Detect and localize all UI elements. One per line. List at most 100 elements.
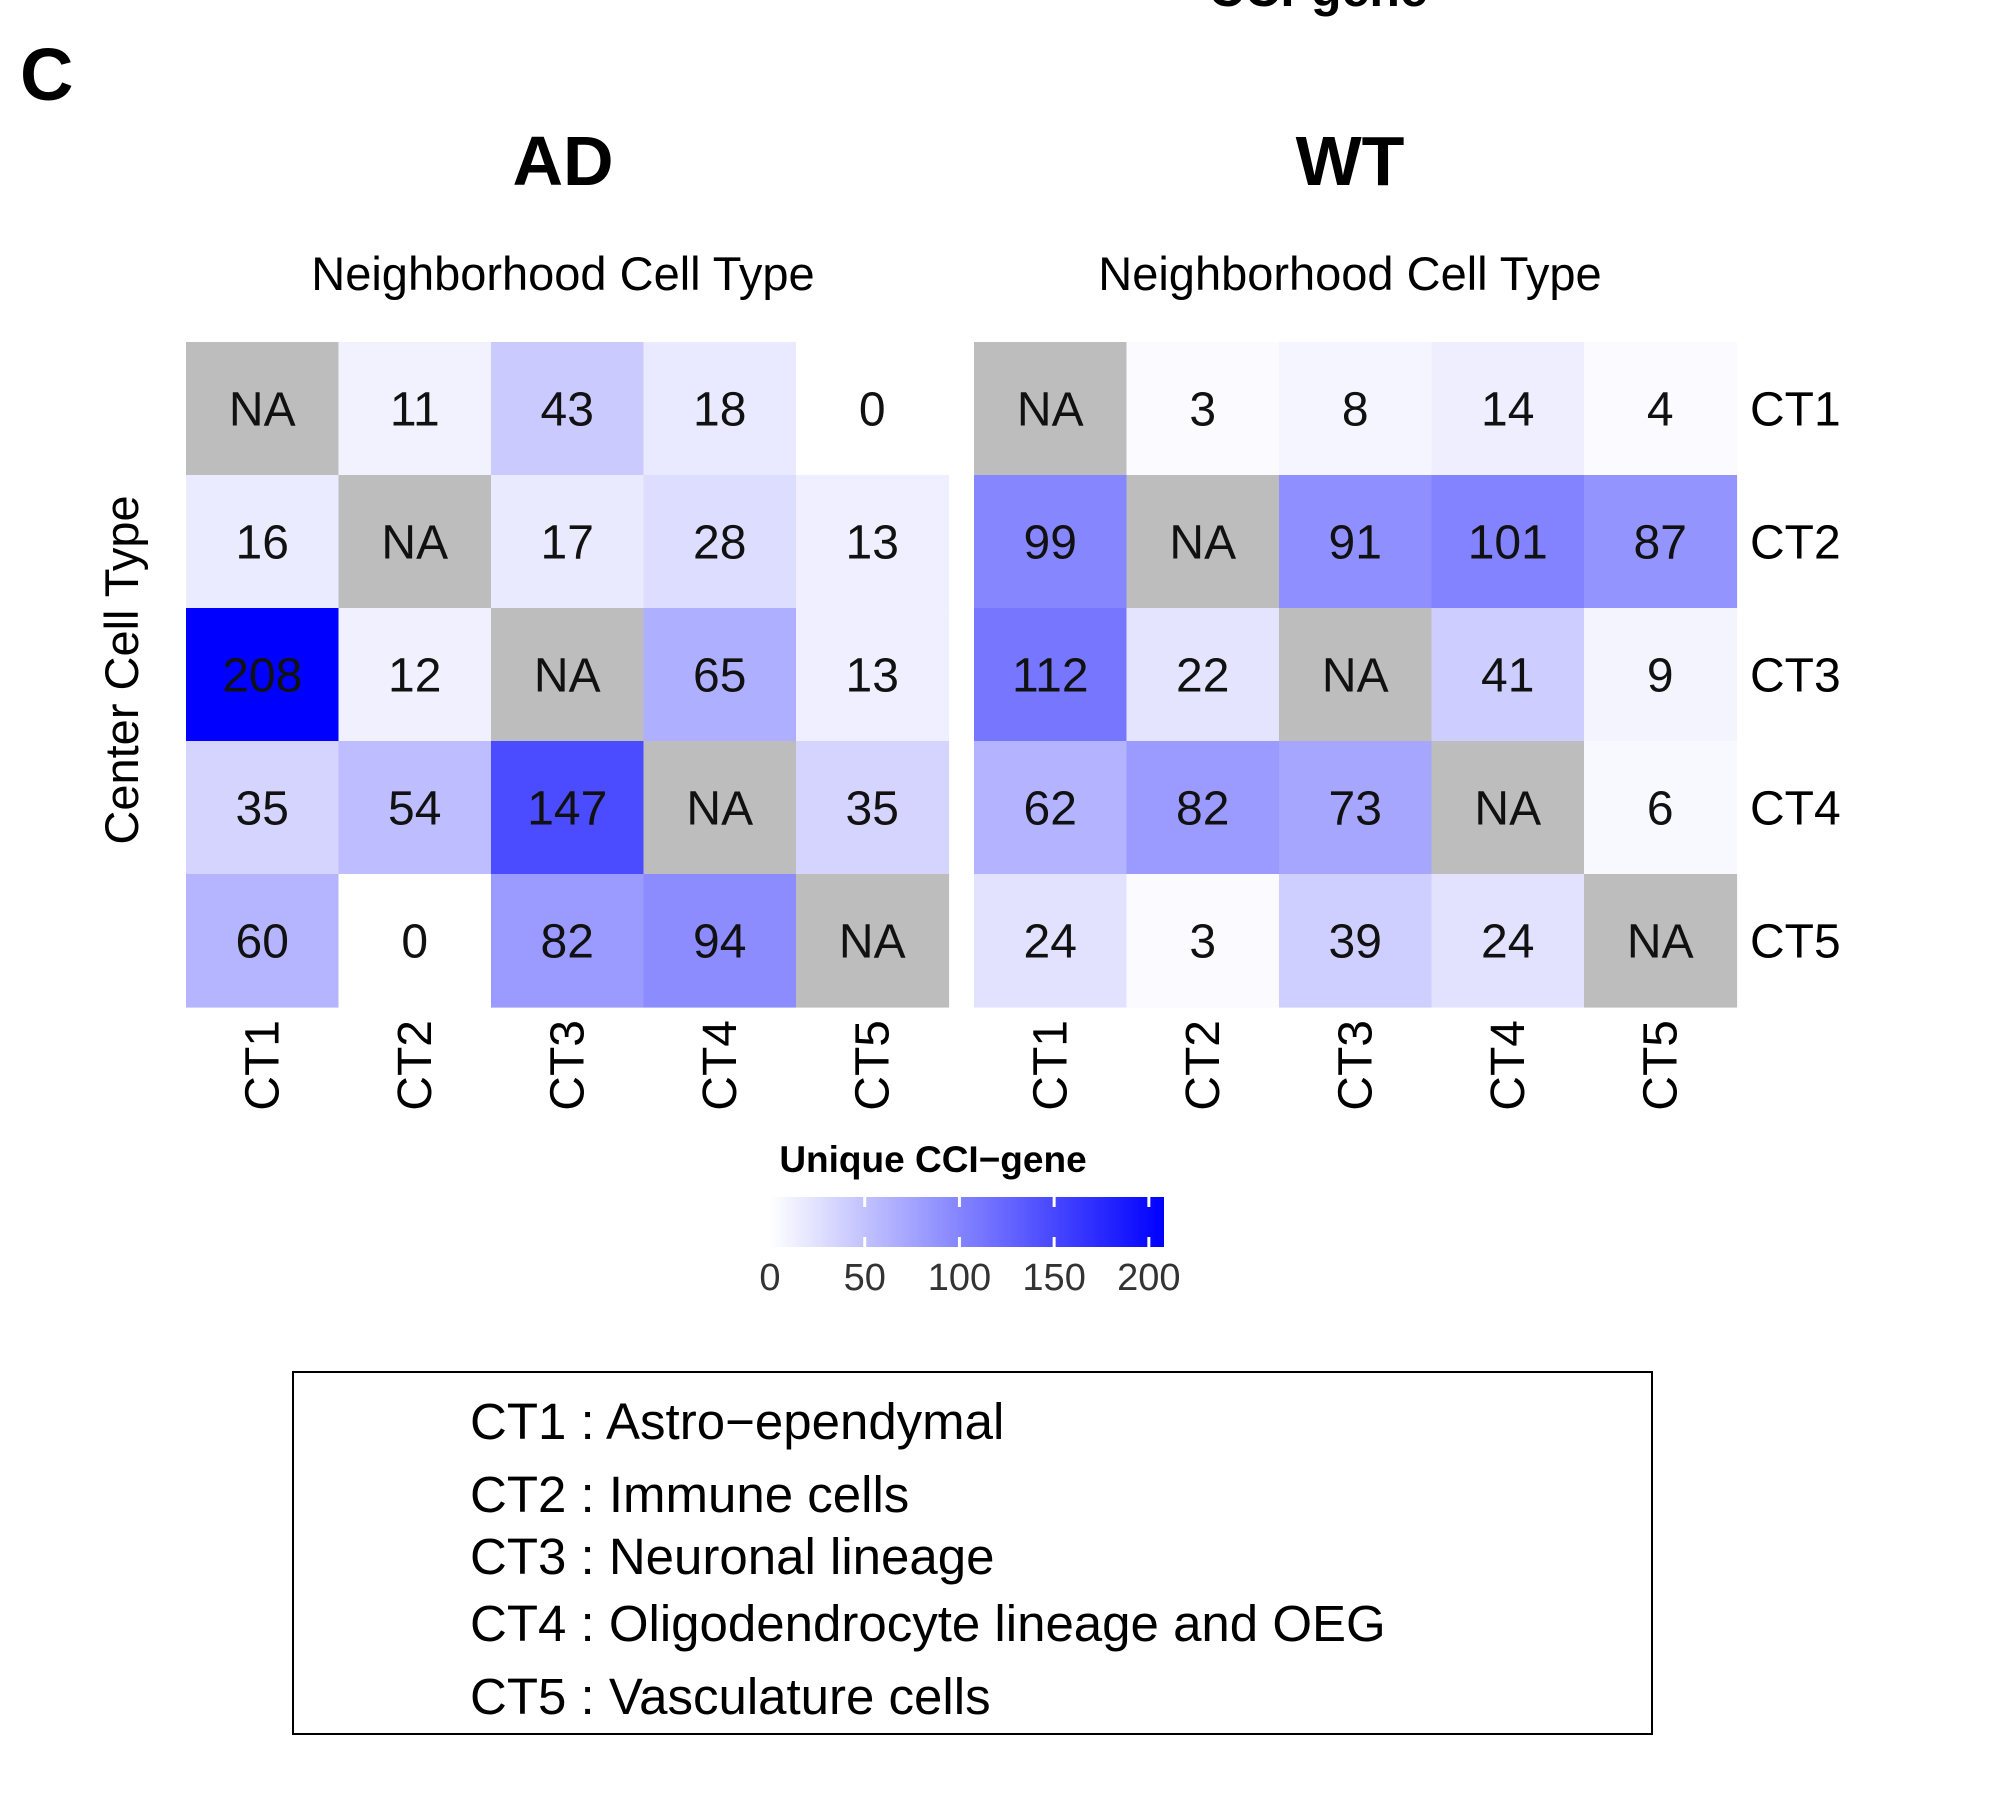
heatmap-cell-ad-r5-c4 bbox=[643, 874, 797, 1008]
heatmap-cell-wt-r2-c3 bbox=[1279, 475, 1433, 609]
colorbar-tick-label-150: 150 bbox=[1022, 1257, 1085, 1299]
cell-label-wt-r1-c2: 3 bbox=[1189, 384, 1216, 437]
heatmap-cell-wt-r5-c1 bbox=[974, 874, 1128, 1008]
cell-label-ad-r3-c3: NA bbox=[534, 650, 601, 703]
legend-line-ct4: CT4 : Oligodendrocyte lineage and OEG bbox=[470, 1595, 1386, 1652]
colorbar-gradient bbox=[770, 1197, 1164, 1247]
col-label-wt-ct2: CT2 bbox=[1177, 1020, 1230, 1111]
cell-label-wt-r4-c5: 6 bbox=[1647, 783, 1674, 836]
row-label-ct1: CT1 bbox=[1750, 384, 1841, 437]
cell-label-wt-r2-c1: 99 bbox=[1024, 517, 1077, 570]
ad-x-axis-title: Neighborhood Cell Type bbox=[311, 247, 814, 300]
heatmap-cell-ad-r1-c2 bbox=[338, 342, 492, 476]
heatmap-cell-wt-r1-c5 bbox=[1584, 342, 1738, 476]
heatmap-cell-wt-r1-c4 bbox=[1431, 342, 1585, 476]
heatmap-cell-ad-r1-c1 bbox=[186, 342, 340, 476]
heatmap-cell-wt-r4-c4 bbox=[1431, 741, 1585, 875]
cell-label-ad-r5-c5: NA bbox=[839, 916, 906, 969]
heatmap-cell-wt-r1-c1 bbox=[974, 342, 1128, 476]
cell-label-wt-r3-c5: 9 bbox=[1647, 650, 1674, 703]
cell-label-wt-r5-c5: NA bbox=[1627, 916, 1694, 969]
heatmap-cell-ad-r2-c2 bbox=[338, 475, 492, 609]
row-label-ct4: CT4 bbox=[1750, 783, 1841, 836]
heatmap-cell-wt-r2-c5 bbox=[1584, 475, 1738, 609]
cell-label-ad-r4-c5: 35 bbox=[846, 783, 899, 836]
colorbar-tick-label-200: 200 bbox=[1117, 1257, 1180, 1299]
cell-label-ad-r2-c1: 16 bbox=[236, 517, 289, 570]
col-label-ad-ct1: CT1 bbox=[236, 1020, 289, 1111]
cell-label-wt-r3-c4: 41 bbox=[1481, 650, 1534, 703]
ad-title: AD bbox=[512, 122, 613, 200]
heatmap-cell-wt-r1-c3 bbox=[1279, 342, 1433, 476]
legend-line-ct5: CT5 : Vasculature cells bbox=[470, 1668, 991, 1725]
heatmap-cell-ad-r4-c4 bbox=[643, 741, 797, 875]
heatmap-cell-ad-r3-c5 bbox=[796, 608, 950, 742]
heatmap-cell-ad-r4-c5 bbox=[796, 741, 950, 875]
cell-label-wt-r5-c4: 24 bbox=[1481, 916, 1534, 969]
cell-label-wt-r1-c5: 4 bbox=[1647, 384, 1674, 437]
panel-label: C bbox=[20, 33, 73, 116]
cell-label-ad-r1-c4: 18 bbox=[693, 384, 746, 437]
heatmap-cell-wt-r4-c2 bbox=[1126, 741, 1280, 875]
heatmap-cell-wt-r4-c5 bbox=[1584, 741, 1738, 875]
cell-label-ad-r2-c4: 28 bbox=[693, 517, 746, 570]
cell-label-ad-r2-c2: NA bbox=[381, 517, 448, 570]
heatmap-cell-ad-r2-c1 bbox=[186, 475, 340, 609]
heatmap-cell-wt-r4-c3 bbox=[1279, 741, 1433, 875]
col-label-wt-ct4: CT4 bbox=[1482, 1020, 1535, 1111]
cell-label-wt-r2-c5: 87 bbox=[1634, 517, 1687, 570]
heatmap-cell-wt-r3-c5 bbox=[1584, 608, 1738, 742]
cell-label-ad-r2-c5: 13 bbox=[846, 517, 899, 570]
heatmap-cell-wt-r5-c3 bbox=[1279, 874, 1433, 1008]
heatmap-cell-ad-r1-c4 bbox=[643, 342, 797, 476]
cell-label-wt-r4-c3: 73 bbox=[1329, 783, 1382, 836]
heatmap-cell-wt-r3-c2 bbox=[1126, 608, 1280, 742]
heatmap-cell-ad-r5-c3 bbox=[491, 874, 645, 1008]
heatmap-cell-ad-r3-c4 bbox=[643, 608, 797, 742]
cell-label-wt-r3-c3: NA bbox=[1322, 650, 1389, 703]
cell-label-wt-r2-c4: 101 bbox=[1468, 517, 1548, 570]
col-label-wt-ct1: CT1 bbox=[1024, 1020, 1077, 1111]
heatmap-cell-wt-r2-c2 bbox=[1126, 475, 1280, 609]
cell-label-wt-r5-c3: 39 bbox=[1329, 916, 1382, 969]
cell-label-ad-r1-c5: 0 bbox=[859, 384, 886, 437]
wt-title: WT bbox=[1296, 122, 1405, 200]
heatmap-cell-wt-r2-c1 bbox=[974, 475, 1128, 609]
heatmap-cell-ad-r1-c5 bbox=[796, 342, 950, 476]
cell-label-ad-r1-c1: NA bbox=[229, 384, 296, 437]
heatmap-cell-ad-r2-c4 bbox=[643, 475, 797, 609]
wt-x-axis-title: Neighborhood Cell Type bbox=[1098, 247, 1601, 300]
cell-label-wt-r3-c2: 22 bbox=[1176, 650, 1229, 703]
heatmap-cell-ad-r3-c2 bbox=[338, 608, 492, 742]
legend-line-ct1: CT1 : Astro−ependymal bbox=[470, 1393, 1005, 1450]
cell-label-wt-r3-c1: 112 bbox=[1012, 650, 1089, 703]
heatmap-cell-wt-r4-c1 bbox=[974, 741, 1128, 875]
heatmap-cell-ad-r4-c1 bbox=[186, 741, 340, 875]
row-label-ct3: CT3 bbox=[1750, 650, 1841, 703]
heatmap-cell-ad-r2-c3 bbox=[491, 475, 645, 609]
heatmap-cell-wt-r5-c4 bbox=[1431, 874, 1585, 1008]
heatmap-cell-ad-r2-c5 bbox=[796, 475, 950, 609]
legend-line-ct3: CT3 : Neuronal lineage bbox=[470, 1528, 995, 1585]
cell-label-wt-r1-c4: 14 bbox=[1481, 384, 1534, 437]
heatmap-cell-wt-r5-c2 bbox=[1126, 874, 1280, 1008]
cell-label-ad-r5-c1: 60 bbox=[236, 916, 289, 969]
cell-label-ad-r4-c3: 147 bbox=[527, 783, 607, 836]
row-label-ct5: CT5 bbox=[1750, 916, 1841, 969]
col-label-wt-ct3: CT3 bbox=[1329, 1020, 1382, 1111]
cell-label-ad-r3-c1: 208 bbox=[222, 650, 302, 703]
col-label-ad-ct5: CT5 bbox=[846, 1020, 899, 1111]
cell-label-ad-r3-c2: 12 bbox=[388, 650, 441, 703]
heatmap-cell-ad-r5-c5 bbox=[796, 874, 950, 1008]
heatmap-cell-ad-r5-c2 bbox=[338, 874, 492, 1008]
heatmap-cell-ad-r3-c3 bbox=[491, 608, 645, 742]
cell-label-ad-r3-c4: 65 bbox=[693, 650, 746, 703]
cell-label-wt-r4-c2: 82 bbox=[1176, 783, 1229, 836]
legend-line-ct2: CT2 : Immune cells bbox=[470, 1466, 910, 1523]
